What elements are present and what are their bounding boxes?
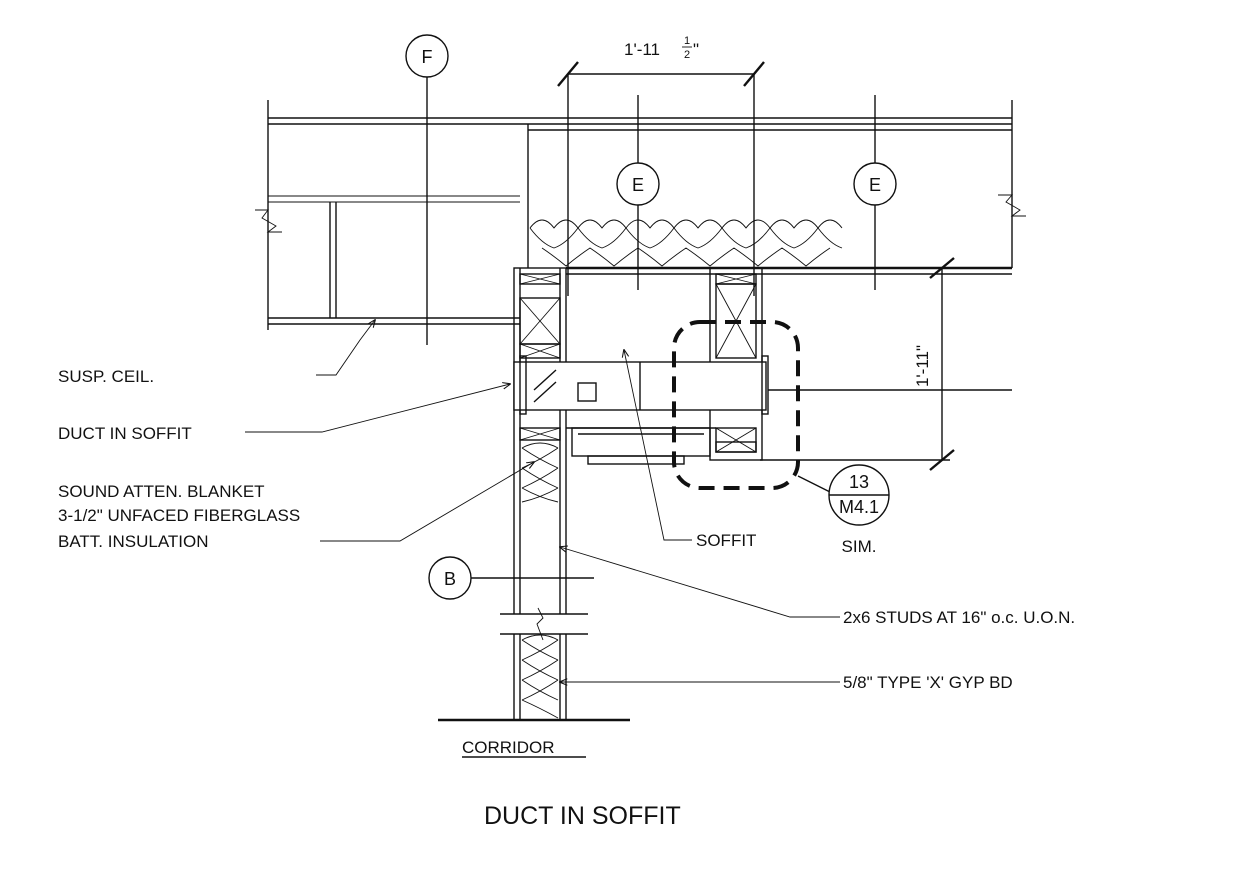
top-dimension-fraction-denominator: 2	[684, 49, 690, 61]
gridline-e-left: E	[616, 95, 660, 290]
gridline-e-right: E	[853, 95, 897, 290]
callout-blanket-line1: SOUND ATTEN. BLANKET	[58, 482, 265, 501]
callout-gyp-bd: 5/8" TYPE 'X' GYP BD	[843, 673, 1013, 692]
top-dimension-fraction-numerator: 1	[684, 35, 690, 47]
room-label: CORRIDOR	[462, 738, 555, 757]
drawing-title: DUCT IN SOFFIT	[484, 802, 681, 830]
floor-structure	[267, 100, 1013, 330]
gridline-f: F	[405, 34, 449, 345]
duct	[513, 355, 1012, 415]
right-dimension: 1'-11"	[760, 257, 955, 471]
gridline-e-left-label: E	[632, 175, 644, 195]
callout-studs: 2x6 STUDS AT 16" o.c. U.O.N.	[843, 608, 1075, 627]
section-callout-sheet: M4.1	[839, 497, 879, 517]
section-callout: 13 M4.1 SIM.	[797, 464, 890, 556]
section-callout-note: SIM.	[842, 537, 877, 556]
top-dimension-inch-mark: "	[693, 40, 699, 59]
callout-duct-in-soffit: DUCT IN SOFFIT	[58, 424, 192, 443]
leaders	[245, 320, 840, 682]
top-dimension: 1'-11 1 2 "	[557, 35, 765, 296]
gridline-b: B	[428, 556, 594, 600]
break-lines	[255, 194, 1026, 233]
gridline-b-label: B	[444, 569, 456, 589]
section-callout-number: 13	[849, 472, 869, 492]
callout-labels: SUSP. CEIL. DUCT IN SOFFIT SOUND ATTEN. …	[58, 367, 1075, 692]
callout-blanket-line3: BATT. INSULATION	[58, 532, 209, 551]
gridline-e-right-label: E	[869, 175, 881, 195]
callout-soffit: SOFFIT	[696, 531, 756, 550]
gridline-f-label: F	[422, 47, 433, 67]
right-dimension-value: 1'-11"	[913, 345, 932, 387]
detail-boundary	[672, 320, 800, 490]
corridor-wall	[438, 267, 630, 722]
top-dimension-value: 1'-11	[624, 40, 660, 59]
callout-susp-ceil: SUSP. CEIL.	[58, 367, 154, 386]
roof-insulation	[529, 219, 843, 267]
callout-blanket-line2: 3-1/2" UNFACED FIBERGLASS	[58, 506, 300, 525]
